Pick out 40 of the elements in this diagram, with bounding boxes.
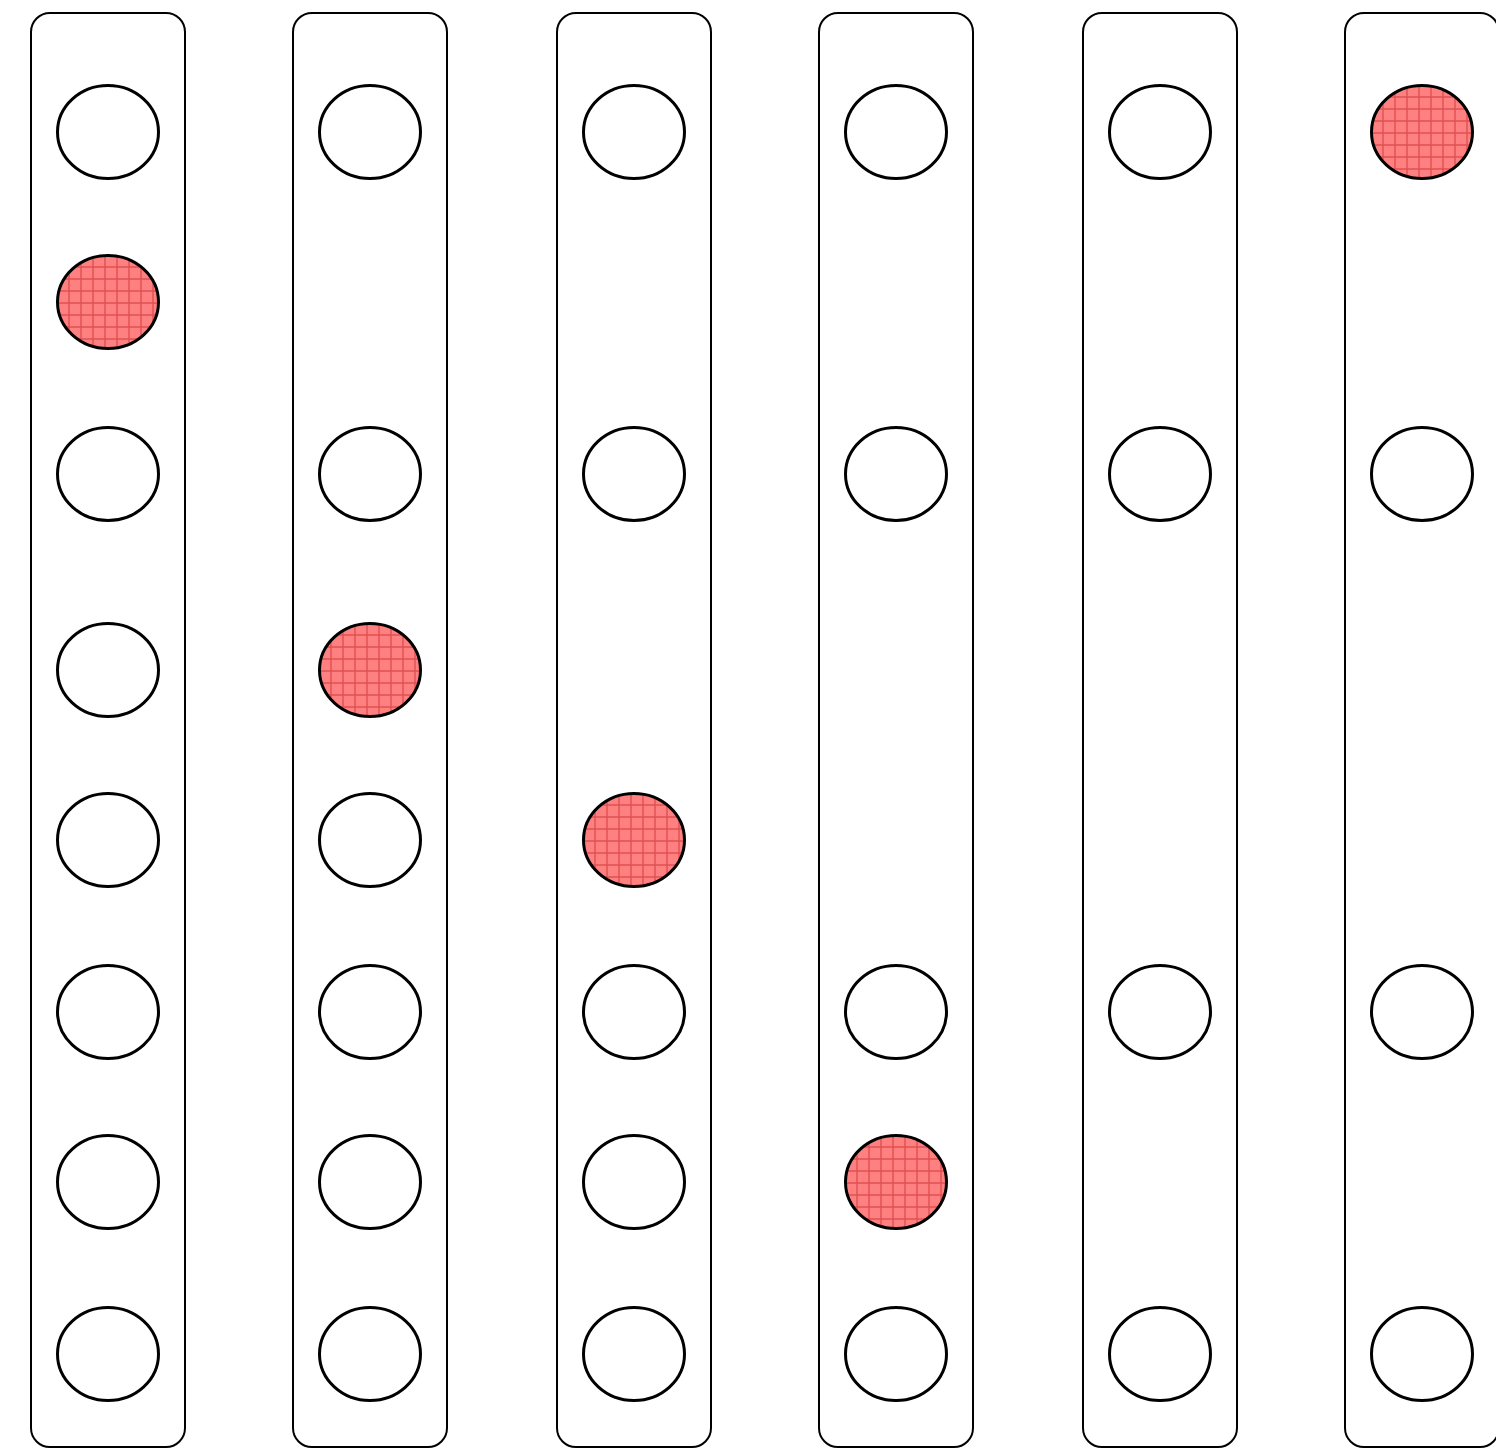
column-panel: [292, 12, 448, 1448]
circle-marker: [581, 963, 685, 1059]
circle-marker: [1107, 1305, 1211, 1401]
circle-marker: [843, 425, 947, 521]
circle-marker: [1369, 425, 1473, 521]
circle-marker: [1107, 425, 1211, 521]
column-panel: [818, 12, 974, 1448]
circle-marker: [317, 425, 421, 521]
circle-marker: [1107, 83, 1211, 179]
circle-marker: [1369, 1305, 1473, 1401]
circle-marker: [55, 963, 159, 1059]
circle-marker: [55, 1305, 159, 1401]
column-panel: [30, 12, 186, 1448]
circle-marker: [843, 963, 947, 1059]
circle-marker: [581, 425, 685, 521]
circle-marker: [317, 791, 421, 887]
highlighted-circle: [581, 791, 685, 887]
highlighted-circle: [55, 253, 159, 349]
circle-marker: [1107, 963, 1211, 1059]
circle-marker: [55, 83, 159, 179]
circle-marker: [317, 83, 421, 179]
circle-marker: [843, 83, 947, 179]
circle-marker: [55, 791, 159, 887]
circle-marker: [581, 83, 685, 179]
circle-marker: [581, 1133, 685, 1229]
circle-marker: [581, 1305, 685, 1401]
circle-marker: [317, 1133, 421, 1229]
column-panel: [1344, 12, 1496, 1448]
circle-marker: [317, 963, 421, 1059]
circle-marker: [317, 1305, 421, 1401]
highlighted-circle: [1369, 83, 1473, 179]
highlighted-circle: [317, 621, 421, 717]
column-panel: [1082, 12, 1238, 1448]
circle-marker: [55, 621, 159, 717]
circle-marker: [55, 425, 159, 521]
circle-marker: [843, 1305, 947, 1401]
circle-marker: [55, 1133, 159, 1229]
circle-marker: [1369, 963, 1473, 1059]
column-panel: [556, 12, 712, 1448]
highlighted-circle: [843, 1133, 947, 1229]
